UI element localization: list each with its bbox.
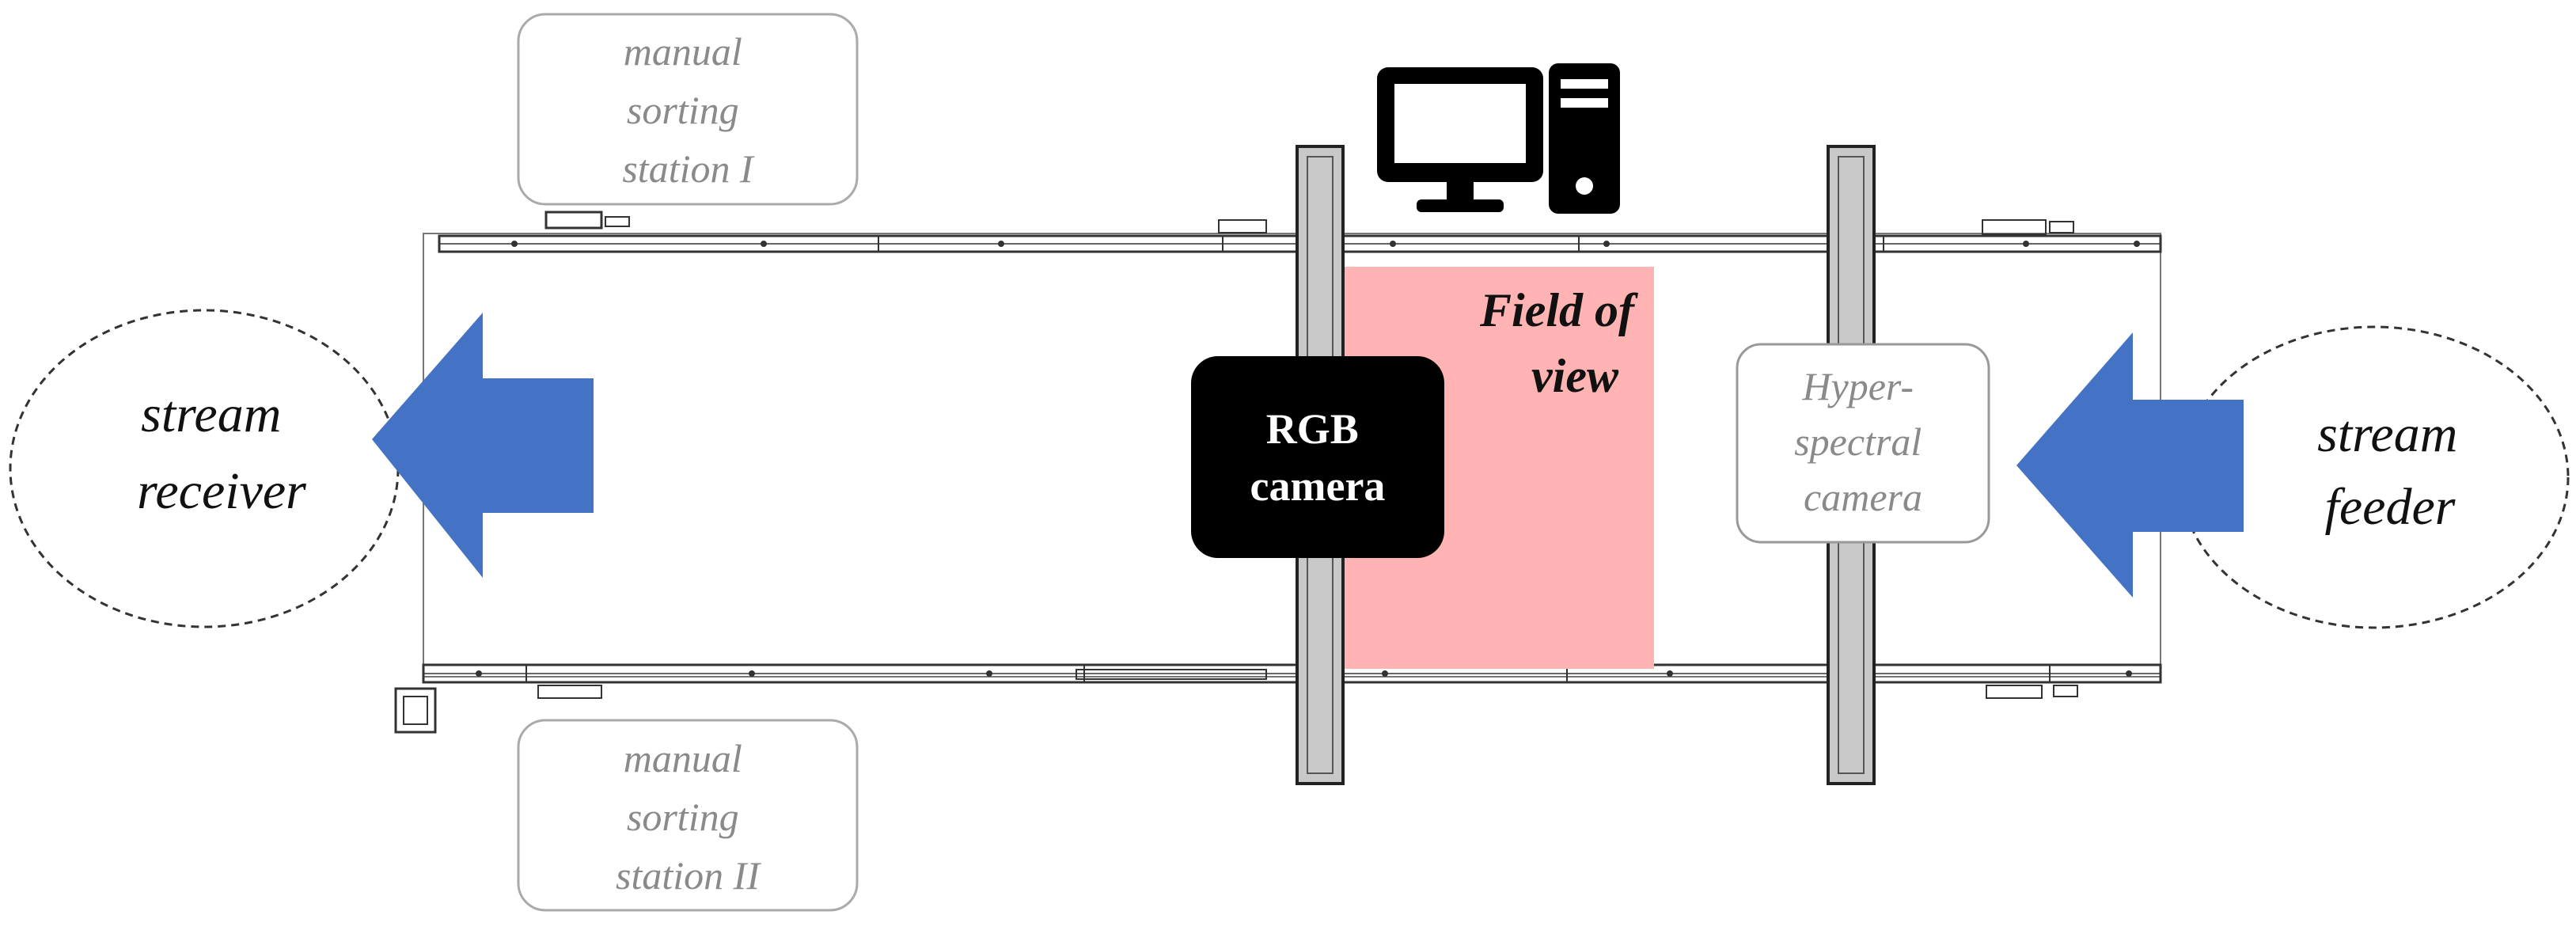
manual-sorting-station-2-label: manual sorting station II [616, 736, 761, 898]
rgb-camera-label: RGB camera [1250, 405, 1386, 510]
rgb-camera-box [1191, 356, 1444, 558]
computer-tower-icon [1549, 63, 1620, 214]
manual-sorting-station-1-box [517, 13, 859, 206]
computer-monitor-icon [1377, 67, 1543, 212]
field-of-view-label: Field of view [1479, 284, 1646, 402]
feeder-arrow-icon [2016, 332, 2244, 598]
hyperspectral-camera-box [1736, 343, 1990, 544]
hyperspectral-camera-label: Hyper- spectral camera [1794, 364, 1932, 519]
manual-sorting-station-2-box [517, 719, 859, 912]
receiver-arrow-icon [372, 313, 594, 578]
stream-feeder-label: stream feeder [2317, 405, 2471, 536]
stream-receiver-label: stream receiver [137, 385, 306, 520]
manual-sorting-station-1-label: manual sorting station I [622, 29, 755, 191]
